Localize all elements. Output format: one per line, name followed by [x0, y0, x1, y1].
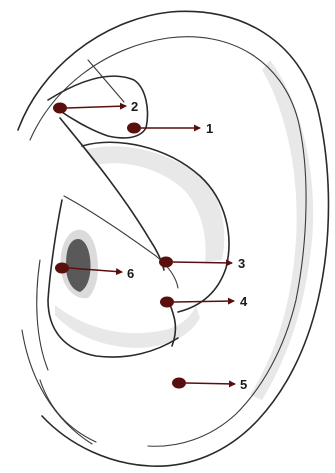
- acupoint-3-label: 3: [238, 256, 245, 271]
- acupoint-1-dot: [127, 123, 141, 134]
- acupoint-6-dot: [55, 263, 69, 274]
- acupoint-2-arrow: [67, 106, 126, 108]
- acupoint-1-label: 1: [206, 121, 213, 136]
- acupoint-2-label: 2: [131, 99, 138, 114]
- acupoint-3-arrow: [173, 262, 232, 263]
- acupoint-2-dot: [53, 103, 67, 114]
- acupoint-3-dot: [159, 257, 173, 268]
- acupoint-5-label: 5: [240, 377, 247, 392]
- ear-shading: [55, 60, 313, 400]
- acupoint-5-arrow: [186, 383, 235, 384]
- acupoint-5-dot: [172, 378, 186, 389]
- acupoint-6-label: 6: [127, 266, 134, 281]
- acupoint-4-label: 4: [240, 294, 248, 309]
- acupoint-4-arrow: [174, 301, 234, 302]
- acupoint-4-dot: [160, 297, 174, 308]
